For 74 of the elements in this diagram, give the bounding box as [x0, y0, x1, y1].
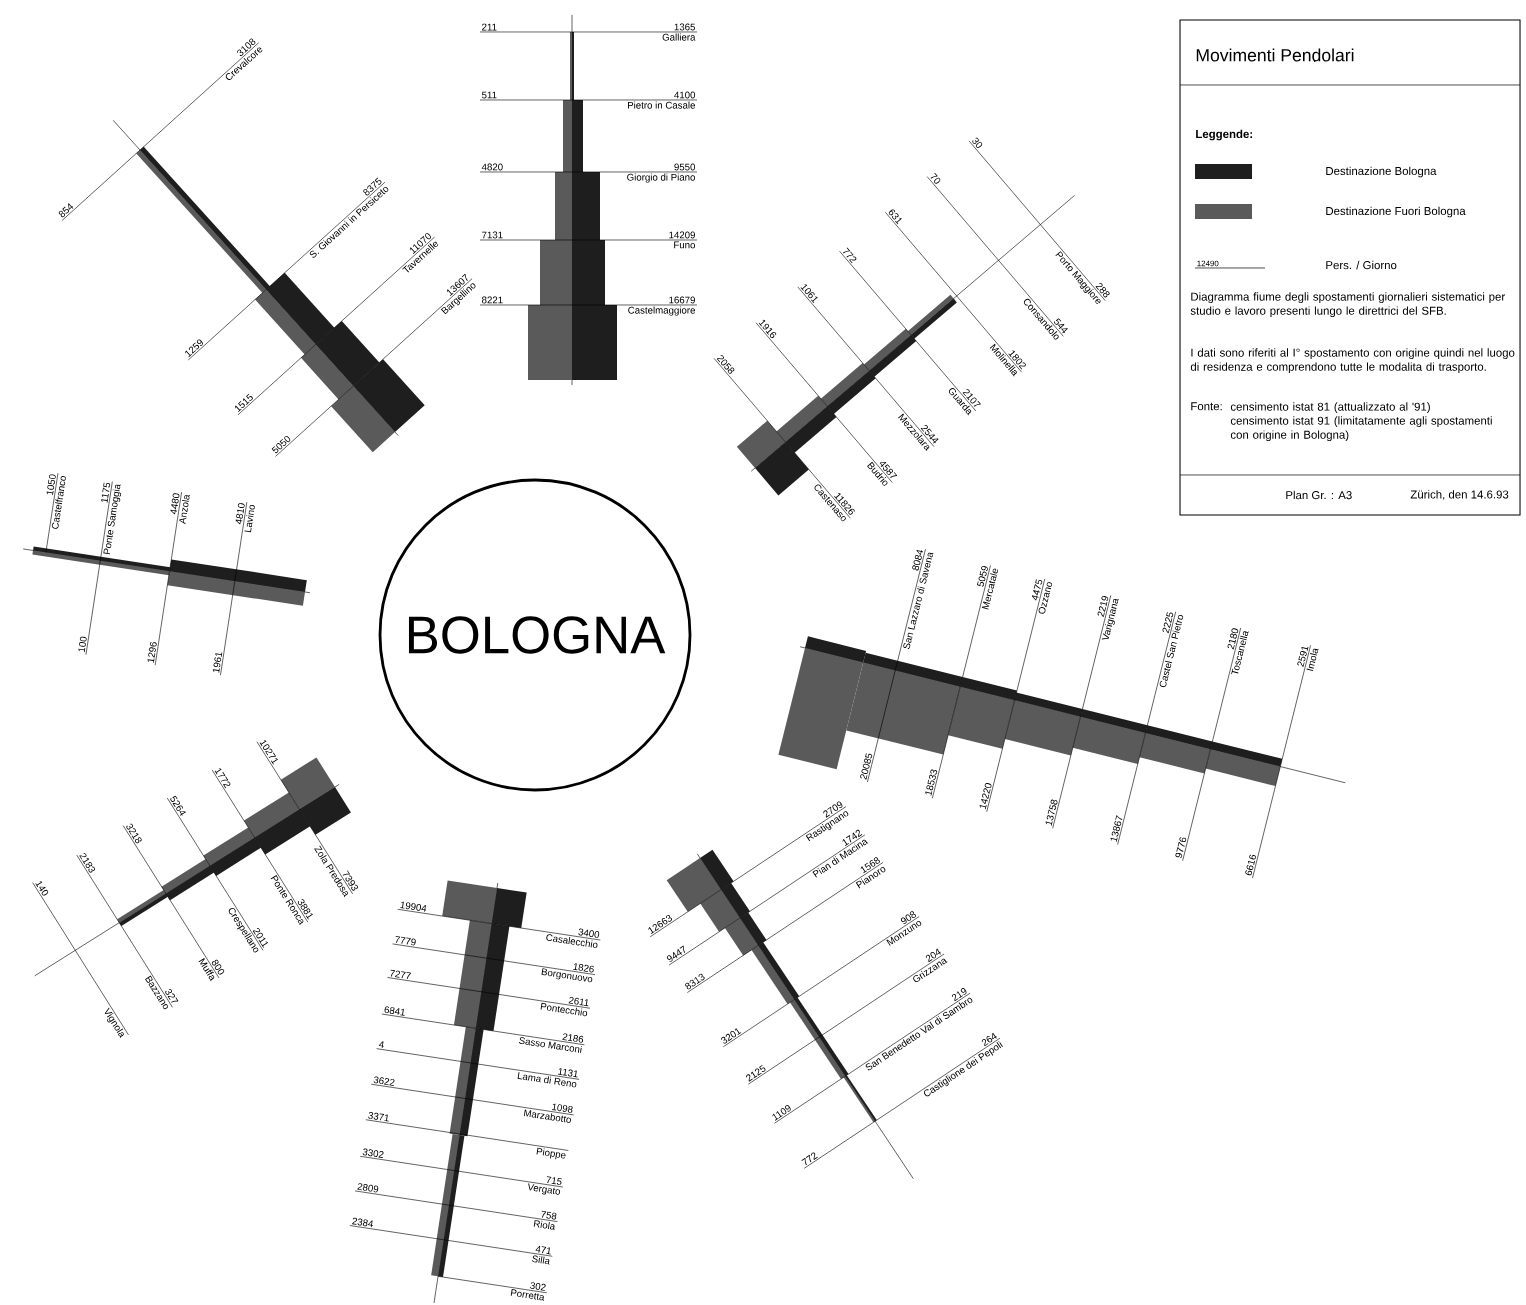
station-number: 140	[35, 880, 49, 896]
legend-heading: Leggende:	[1196, 129, 1252, 141]
station-number: 16679	[669, 296, 695, 304]
station-number: 631	[888, 209, 902, 225]
legend-label: Destinazione Fuori Bologna	[1326, 206, 1466, 218]
station-number: 7131	[482, 231, 503, 239]
station-number: 1131	[558, 1068, 578, 1078]
station-number: 1109	[772, 1105, 791, 1121]
station-name: Giorgio di Piano	[627, 173, 695, 183]
station-number: 6616	[1245, 854, 1256, 876]
station-number: 3201	[721, 1028, 742, 1044]
station-name: Riola	[533, 1220, 555, 1230]
footer-text: Plan Gr. : A3	[1286, 490, 1352, 500]
station-number: 7277	[390, 969, 411, 979]
station-number: 3622	[373, 1076, 395, 1086]
note-text: Diagramma fiume degli spostamenti giornalieri sistematici per studio e lavoro presenti lungo le direttrici del SFB.	[1190, 292, 1505, 318]
legend-label: Pers. / Giorno	[1326, 260, 1397, 270]
station-number: 7779	[395, 936, 416, 946]
station-number: 13758	[1045, 799, 1058, 826]
station-number: 715	[546, 1176, 562, 1185]
station-number: 19904	[400, 901, 427, 912]
station-number: 70	[930, 172, 941, 184]
station-number: 3302	[362, 1148, 384, 1159]
station-name: Castelmaggiore	[628, 306, 695, 316]
title: Movimenti Pendolari	[1196, 48, 1354, 62]
station-name: Galliera	[662, 33, 696, 41]
station-number: 758	[541, 1210, 557, 1220]
station-name: Lavino	[244, 504, 255, 533]
station-number: 772	[801, 1152, 818, 1166]
station-number: 4100	[674, 91, 696, 99]
station-number: 2809	[357, 1183, 379, 1193]
station-number: 3371	[368, 1112, 389, 1122]
station-number: 9550	[674, 163, 696, 171]
station-name: Porretta	[510, 1289, 545, 1301]
station-number: 1175	[101, 482, 111, 503]
station-name: Silla	[532, 1255, 550, 1265]
station-number: 8313	[685, 973, 705, 990]
note-text: I dati sono riferiti al I° spostamento con origine quindi nel luogo di residenza e comprendono tutte le modalita di trasporto.	[1190, 348, 1515, 374]
station-number: 4810	[235, 503, 245, 525]
station-name: Anzola	[179, 494, 190, 525]
legend-label: Destinazione Bologna	[1326, 166, 1437, 178]
station-number: 1961	[212, 652, 223, 673]
station-number: 6841	[384, 1006, 405, 1016]
station-number: 8221	[482, 296, 503, 304]
station-number: 18533	[925, 769, 938, 796]
station-name: Vergato	[528, 1183, 561, 1195]
station-number: 302	[530, 1282, 546, 1291]
station-number: 9776	[1175, 837, 1187, 858]
station-number: 13867	[1110, 815, 1123, 842]
station-number: 14220	[979, 783, 992, 810]
station-number: 20085	[860, 753, 873, 780]
station-number: 2384	[352, 1217, 373, 1228]
station-number: 30	[972, 137, 983, 148]
station-number: 1365	[674, 23, 695, 31]
station-number: 471	[535, 1245, 551, 1255]
station-number: 4820	[481, 163, 503, 171]
station-number: 4480	[170, 493, 180, 515]
source-text: censimento istat 81 (attualizzato al '91)	[1230, 402, 1430, 413]
source-text: censimento istat 91 (limitatamente agli spostamenti con origine in Bologna)	[1230, 416, 1492, 442]
footer-text: Zürich, den 14.6.93	[1410, 490, 1509, 500]
station-number: 1296	[147, 641, 157, 663]
station-number: 772	[842, 247, 857, 264]
station-name: Funo	[674, 241, 695, 249]
station-number: 2225	[1162, 612, 1174, 634]
station-name: Pioppe	[536, 1147, 566, 1160]
station-number: 211	[482, 23, 497, 31]
station-number: 854	[58, 203, 74, 218]
station-name: Pietro in Casale	[628, 101, 695, 109]
station-number: 511	[482, 91, 497, 99]
station-number: 14209	[669, 231, 695, 239]
station-number: 2186	[562, 1033, 584, 1043]
station-number: 4	[378, 1041, 384, 1048]
station-number: 100	[78, 636, 87, 653]
source-heading: Fonte:	[1191, 402, 1222, 411]
